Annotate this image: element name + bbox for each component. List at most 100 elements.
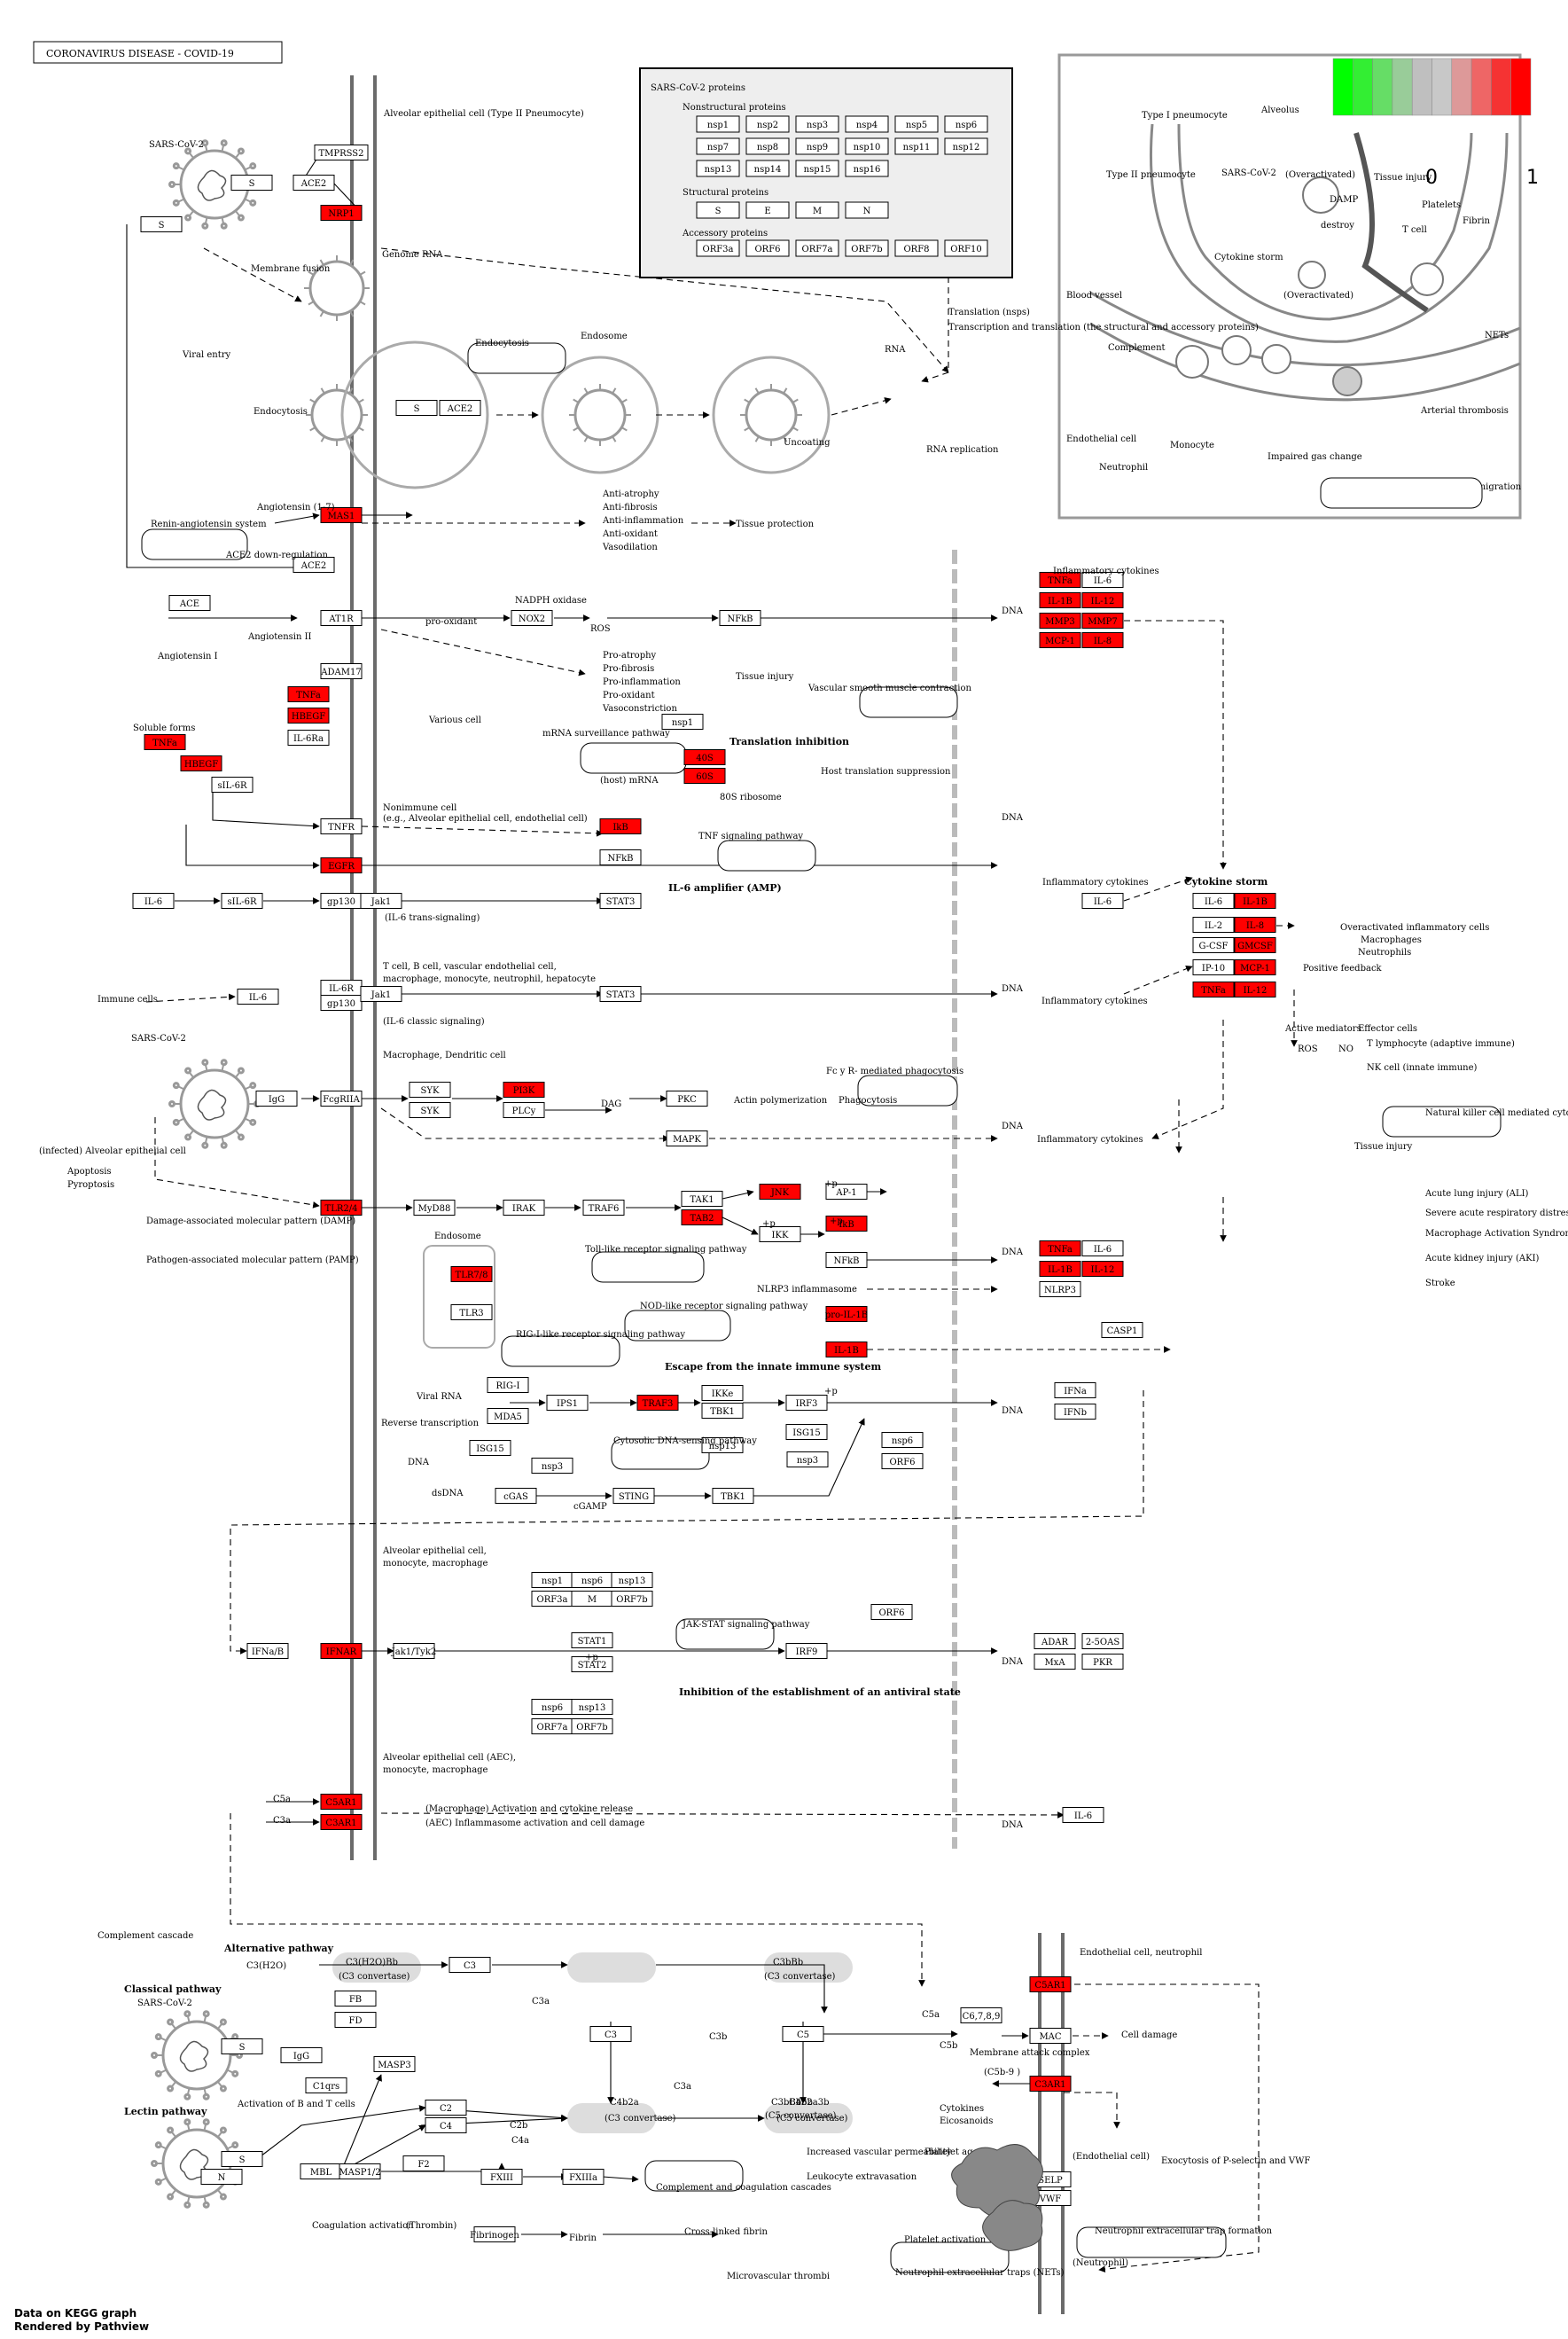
viral-protein-nsp13[interactable]: nsp13 — [696, 160, 740, 177]
pathway-link-fc-y-r-mediated[interactable] — [857, 1075, 958, 1107]
viral-protein-nsp7[interactable]: nsp7 — [696, 137, 740, 155]
gene-node-stat1[interactable]: STAT1 — [571, 1632, 613, 1648]
gene-node-nfkb[interactable]: NFkB — [719, 610, 761, 626]
pathway-link-cytosolic-dna[interactable] — [611, 1438, 710, 1470]
gene-node-tmprss2[interactable]: TMPRSS2 — [314, 145, 369, 160]
gene-node-rig-i[interactable]: RIG-I — [487, 1377, 529, 1393]
gene-node-plcy[interactable]: PLCy — [503, 1102, 545, 1118]
gene-node-jak1[interactable]: Jak1 — [360, 893, 402, 909]
gene-node-nfkb[interactable]: NFkB — [825, 1252, 868, 1268]
gene-node-fibrinogen[interactable]: Fibrinogen — [470, 2226, 519, 2242]
gene-node-c3[interactable]: C3 — [589, 2026, 632, 2042]
gene-node-orf6[interactable]: ORF6 — [881, 1453, 924, 1469]
gene-node-fb[interactable]: FB — [334, 1991, 377, 2007]
viral-protein-nsp11[interactable]: nsp11 — [894, 137, 939, 155]
gene-node-fxiii[interactable]: FXIII — [480, 2169, 523, 2185]
gene-node-ip-10[interactable]: IP-10 — [1192, 959, 1235, 975]
gene-node-mapk[interactable]: MAPK — [666, 1130, 708, 1146]
gene-node-fd[interactable]: FD — [334, 2012, 377, 2028]
gene-node-ikk[interactable]: IKK — [759, 1226, 801, 1242]
gene-node-nsp13[interactable]: nsp13 — [611, 1572, 653, 1588]
gene-node-c3ar1[interactable]: C3AR1 — [1029, 2076, 1072, 2092]
gene-node-mmp3[interactable]: MMP3 — [1039, 613, 1081, 629]
gene-node-il-6[interactable]: IL-6 — [1081, 893, 1124, 909]
gene-node-orf6[interactable]: ORF6 — [870, 1604, 913, 1620]
gene-node-stat2[interactable]: STAT2 — [571, 1656, 613, 1672]
gene-node-c5[interactable]: C5 — [782, 2026, 824, 2042]
gene-node-c3[interactable]: C3 — [449, 1957, 491, 1973]
gene-node-ace2[interactable]: ACE2 — [293, 557, 335, 573]
gene-node-c5ar1[interactable]: C5AR1 — [320, 1794, 363, 1810]
pathway-link-vascular-smooth[interactable] — [859, 686, 958, 718]
pathway-link-tnf-signaling[interactable] — [717, 840, 816, 872]
gene-node-c3ar1[interactable]: C3AR1 — [320, 1814, 363, 1830]
gene-node-irf9[interactable]: IRF9 — [785, 1643, 828, 1659]
gene-node-ifna[interactable]: IFNa — [1054, 1382, 1096, 1398]
gene-node-il-12[interactable]: IL-12 — [1081, 592, 1124, 608]
pathway-link-neutrophil-extracellular[interactable] — [1076, 2226, 1227, 2258]
gene-node-s[interactable]: S — [221, 2038, 263, 2054]
gene-node-igg[interactable]: IgG — [255, 1091, 298, 1107]
gene-node-ace[interactable]: ACE — [168, 595, 211, 611]
gene-node-igg[interactable]: IgG — [280, 2047, 323, 2063]
pathway-link-nod-like-receptor[interactable] — [624, 1310, 731, 1342]
gene-node-tnfa[interactable]: TNFa — [1039, 1240, 1081, 1256]
gene-node-fcgriia[interactable]: FcgRIIA — [320, 1091, 363, 1107]
gene-node-40s[interactable]: 40S — [683, 749, 726, 765]
gene-node-nsp6[interactable]: nsp6 — [881, 1432, 924, 1448]
gene-node-orf7b[interactable]: ORF7b — [611, 1591, 653, 1607]
viral-protein-orf7a[interactable]: ORF7a — [795, 239, 839, 257]
gene-node-adam17[interactable]: ADAM17 — [320, 663, 363, 679]
pathway-link-endocytosis[interactable] — [467, 342, 566, 374]
gene-node-mxa[interactable]: MxA — [1034, 1654, 1076, 1670]
gene-node-tnfr[interactable]: TNFR — [320, 818, 363, 834]
gene-node-2-5oas[interactable]: 2-5OAS — [1081, 1633, 1124, 1649]
gene-node-il-6ra[interactable]: IL-6Ra — [287, 730, 330, 746]
gene-node-ikke[interactable]: IKKe — [701, 1385, 744, 1401]
gene-node-sting[interactable]: STING — [612, 1488, 655, 1504]
gene-node-nsp13[interactable]: nsp13 — [571, 1699, 613, 1715]
gene-node-c6-7-8-9[interactable]: C6,7,8,9 — [960, 2007, 1002, 2023]
gene-node-masp1-2[interactable]: MASP1/2 — [339, 2163, 381, 2179]
pathway-link-mrna-surveillance[interactable] — [580, 742, 687, 774]
viral-protein-e[interactable]: E — [745, 201, 790, 219]
gene-node-mmp7[interactable]: MMP7 — [1081, 613, 1124, 629]
viral-protein-orf10[interactable]: ORF10 — [944, 239, 988, 257]
viral-protein-n[interactable]: N — [845, 201, 889, 219]
gene-node-g-csf[interactable]: G-CSF — [1192, 937, 1235, 953]
gene-node-ifnb[interactable]: IFNb — [1054, 1404, 1096, 1420]
viral-protein-nsp8[interactable]: nsp8 — [745, 137, 790, 155]
gene-node-c1qrs[interactable]: C1qrs — [305, 2077, 347, 2093]
gene-node-s[interactable]: S — [221, 2151, 263, 2167]
gene-node-jnk[interactable]: JNK — [759, 1184, 801, 1200]
viral-protein-s[interactable]: S — [696, 201, 740, 219]
gene-node-il-6[interactable]: IL-6 — [1192, 893, 1235, 909]
gene-node-il-6[interactable]: IL-6 — [237, 989, 279, 1005]
gene-node-orf7b[interactable]: ORF7b — [571, 1718, 613, 1734]
pathway-link-rig-i-like-receptor[interactable] — [501, 1335, 620, 1367]
viral-protein-orf3a[interactable]: ORF3a — [696, 239, 740, 257]
gene-node-mas1[interactable]: MAS1 — [320, 507, 363, 523]
gene-node-c5ar1[interactable]: C5AR1 — [1029, 1976, 1072, 1992]
gene-node-f2[interactable]: F2 — [402, 2155, 445, 2171]
gene-node-syk[interactable]: SYK — [409, 1082, 451, 1098]
gene-node-nfkb[interactable]: NFkB — [599, 849, 642, 865]
gene-node-il-6[interactable]: IL-6 — [1081, 572, 1124, 588]
gene-node-il-2[interactable]: IL-2 — [1192, 917, 1235, 933]
gene-node-tnfa[interactable]: TNFa — [144, 734, 186, 750]
gene-node-il-12[interactable]: IL-12 — [1081, 1261, 1124, 1277]
gene-node-il-12[interactable]: IL-12 — [1234, 982, 1276, 997]
viral-protein-nsp9[interactable]: nsp9 — [795, 137, 839, 155]
viral-protein-nsp3[interactable]: nsp3 — [795, 115, 839, 133]
pathway-link-renin-angiotensin[interactable] — [141, 528, 248, 560]
gene-node-pro-il-1b[interactable]: pro-IL-1B — [825, 1306, 868, 1322]
gene-node-sil-6r[interactable]: sIL-6R — [211, 777, 254, 793]
gene-node-syk[interactable]: SYK — [409, 1102, 451, 1118]
gene-node-mcp-1[interactable]: MCP-1 — [1234, 959, 1276, 975]
gene-node-pkr[interactable]: PKR — [1081, 1654, 1124, 1670]
gene-node-s[interactable]: S — [230, 175, 273, 191]
pathway-link-complement-and[interactable] — [644, 2160, 744, 2192]
gene-node-il-1b[interactable]: IL-1B — [1039, 592, 1081, 608]
gene-node-il-6[interactable]: IL-6 — [132, 893, 175, 909]
gene-node-c2[interactable]: C2 — [425, 2100, 467, 2116]
